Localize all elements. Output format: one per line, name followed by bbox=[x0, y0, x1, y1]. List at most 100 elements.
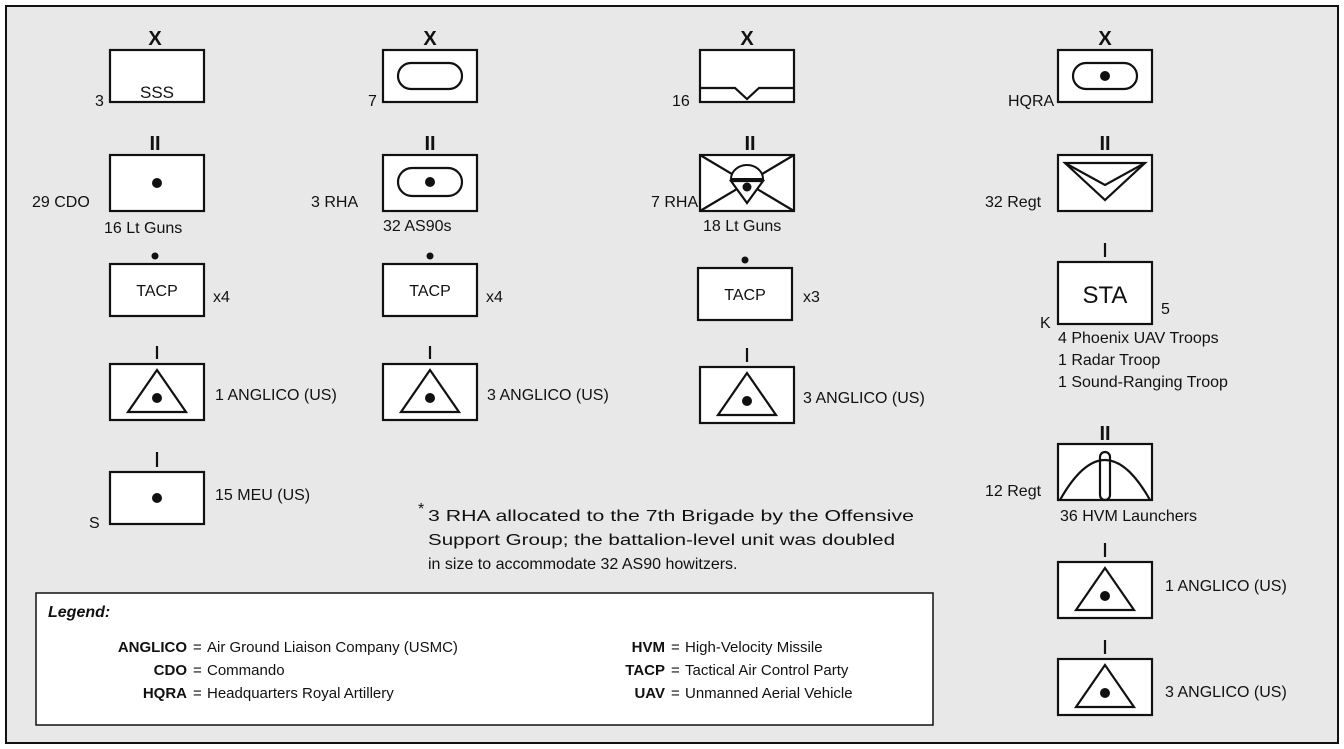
brigade-symbol-box bbox=[108, 48, 206, 104]
unit-12-regt: II 12 Regt 36 HVM Launchers bbox=[985, 423, 1197, 525]
uav-regiment-symbol bbox=[1056, 153, 1154, 213]
team-echelon-dot bbox=[151, 252, 159, 260]
tacp-symbol-box bbox=[696, 266, 794, 322]
brigade-echelon-mark: X bbox=[148, 28, 162, 50]
artillery-dot-icon bbox=[425, 393, 435, 403]
footnote-line: 3 RHA allocated to the 7th Brigade by th… bbox=[428, 508, 914, 525]
tacp-symbol-box bbox=[381, 262, 479, 318]
unit-strength-label: 16 Lt Guns bbox=[104, 220, 182, 237]
unit-3-anglico-col2: 3 ANGLICO (US) bbox=[381, 346, 609, 422]
parachute-triangle-icon bbox=[728, 179, 766, 205]
artillery-dot-icon bbox=[1100, 688, 1110, 698]
observation-triangle-icon bbox=[715, 371, 779, 417]
sta-label: STA bbox=[1083, 282, 1128, 309]
unit-number-3-rha: 3 RHA bbox=[311, 194, 358, 211]
anglico-label: 1 ANGLICO (US) bbox=[215, 387, 337, 404]
anglico-label: 3 ANGLICO (US) bbox=[487, 387, 609, 404]
tacp-label: TACP bbox=[724, 287, 765, 304]
brigade-echelon-mark: X bbox=[423, 28, 437, 50]
unit-number-32-regt: 32 Regt bbox=[985, 194, 1042, 211]
legend-abbr: TACP bbox=[625, 662, 665, 679]
armour-oval-icon bbox=[396, 61, 464, 91]
unit-hqra-brigade: X HQRA bbox=[1008, 28, 1154, 110]
unit-strength-label: 18 Lt Guns bbox=[703, 218, 781, 235]
artillery-dot-icon bbox=[425, 177, 435, 187]
legend-desc: Tactical Air Control Party bbox=[685, 662, 849, 679]
sta-detail-line: 1 Sound-Ranging Troop bbox=[1058, 374, 1228, 391]
unit-7-brigade: X 7 bbox=[368, 28, 479, 110]
legend-box: Legend: ANGLICO = Air Ground Liaison Com… bbox=[35, 592, 934, 726]
battalion-echelon-mark: II bbox=[744, 133, 755, 155]
armour-oval-icon bbox=[1071, 61, 1139, 91]
legend-desc: High-Velocity Missile bbox=[685, 639, 823, 656]
legend-abbr: HVM bbox=[632, 639, 665, 656]
unit-16-air-assault-brigade: X 16 bbox=[672, 28, 796, 110]
anglico-symbol-box bbox=[108, 362, 206, 422]
legend-title: Legend: bbox=[48, 604, 110, 621]
unit-32-regt: II 32 Regt bbox=[985, 133, 1154, 213]
meu-label: 15 MEU (US) bbox=[215, 487, 310, 504]
artillery-dot-icon bbox=[152, 393, 162, 403]
unit-number-16: 16 bbox=[672, 93, 690, 110]
sta-left-label: K bbox=[1040, 315, 1051, 332]
tacp-count: x4 bbox=[486, 289, 503, 306]
air-assault-mark-icon bbox=[700, 86, 794, 101]
legend-frame bbox=[35, 592, 934, 726]
brigade-echelon-mark: X bbox=[740, 28, 754, 50]
footnote-line: Support Group; the battalion-level unit … bbox=[428, 532, 895, 549]
unit-number-3: 3 bbox=[95, 93, 104, 110]
anglico-symbol-box bbox=[1056, 657, 1154, 717]
unit-15-meu: S 15 MEU (US) bbox=[89, 452, 310, 532]
footnote-marker: * bbox=[418, 501, 424, 518]
unit-number-7-rha: 7 RHA bbox=[651, 194, 698, 211]
brigade-echelon-mark: X bbox=[1098, 28, 1112, 50]
anglico-symbol-box bbox=[1056, 560, 1154, 620]
sta-symbol-box bbox=[1056, 260, 1154, 326]
legend-abbr: UAV bbox=[634, 685, 665, 702]
armour-oval-icon bbox=[396, 166, 464, 198]
unit-strength-label: 32 AS90s bbox=[383, 218, 452, 235]
legend-equals: = bbox=[671, 685, 680, 702]
legend-abbr: HQRA bbox=[143, 685, 187, 702]
unit-1-anglico-col1: 1 ANGLICO (US) bbox=[108, 346, 337, 422]
legend-abbr: ANGLICO bbox=[118, 639, 187, 656]
legend-desc: Commando bbox=[207, 662, 285, 679]
parachute-canopy-icon bbox=[729, 164, 765, 180]
legend-desc: Unmanned Aerial Vehicle bbox=[685, 685, 853, 702]
battalion-echelon-mark: II bbox=[424, 133, 435, 155]
artillery-dot-icon bbox=[1100, 591, 1110, 601]
sss-label: SSS bbox=[140, 83, 174, 102]
legend-equals: = bbox=[193, 662, 202, 679]
missile-icon bbox=[1098, 450, 1112, 502]
artillery-dot-icon bbox=[742, 182, 752, 192]
anglico-label: 1 ANGLICO (US) bbox=[1165, 578, 1287, 595]
regiment-echelon-mark: II bbox=[1099, 423, 1110, 445]
sta-right-label: 5 bbox=[1161, 301, 1170, 318]
observation-triangle-icon bbox=[1073, 566, 1137, 612]
unit-number-7: 7 bbox=[368, 93, 377, 110]
artillery-dot-icon bbox=[152, 178, 162, 188]
footnote-line: in size to accommodate 32 AS90 howitzers… bbox=[428, 556, 738, 573]
unit-3-anglico-col4: 3 ANGLICO (US) bbox=[1056, 640, 1287, 717]
unit-number-12-regt: 12 Regt bbox=[985, 483, 1042, 500]
tacp-label: TACP bbox=[409, 283, 450, 300]
tacp-symbol-box bbox=[108, 262, 206, 318]
observation-triangle-icon bbox=[1073, 663, 1137, 709]
artillery-dot-icon bbox=[152, 493, 162, 503]
observation-triangle-icon bbox=[398, 368, 462, 414]
unit-tacp-col2: TACP x4 bbox=[381, 252, 503, 318]
team-echelon-dot bbox=[426, 252, 434, 260]
unit-3-rha-battalion: II 3 RHA 32 AS90s bbox=[311, 133, 479, 235]
tacp-label: TACP bbox=[136, 283, 177, 300]
unit-1-anglico-col4: 1 ANGLICO (US) bbox=[1056, 543, 1287, 620]
sta-detail-line: 4 Phoenix UAV Troops bbox=[1058, 330, 1219, 347]
anglico-symbol-box bbox=[381, 362, 479, 422]
unit-number-s: S bbox=[89, 515, 100, 532]
unit-number-29-cdo: 29 CDO bbox=[32, 194, 90, 211]
tacp-count: x4 bbox=[213, 289, 230, 306]
uav-shape-icon bbox=[1062, 161, 1148, 202]
unit-number-hqra: HQRA bbox=[1008, 93, 1055, 110]
legend-equals: = bbox=[671, 662, 680, 679]
battalion-echelon-mark: II bbox=[149, 133, 160, 155]
